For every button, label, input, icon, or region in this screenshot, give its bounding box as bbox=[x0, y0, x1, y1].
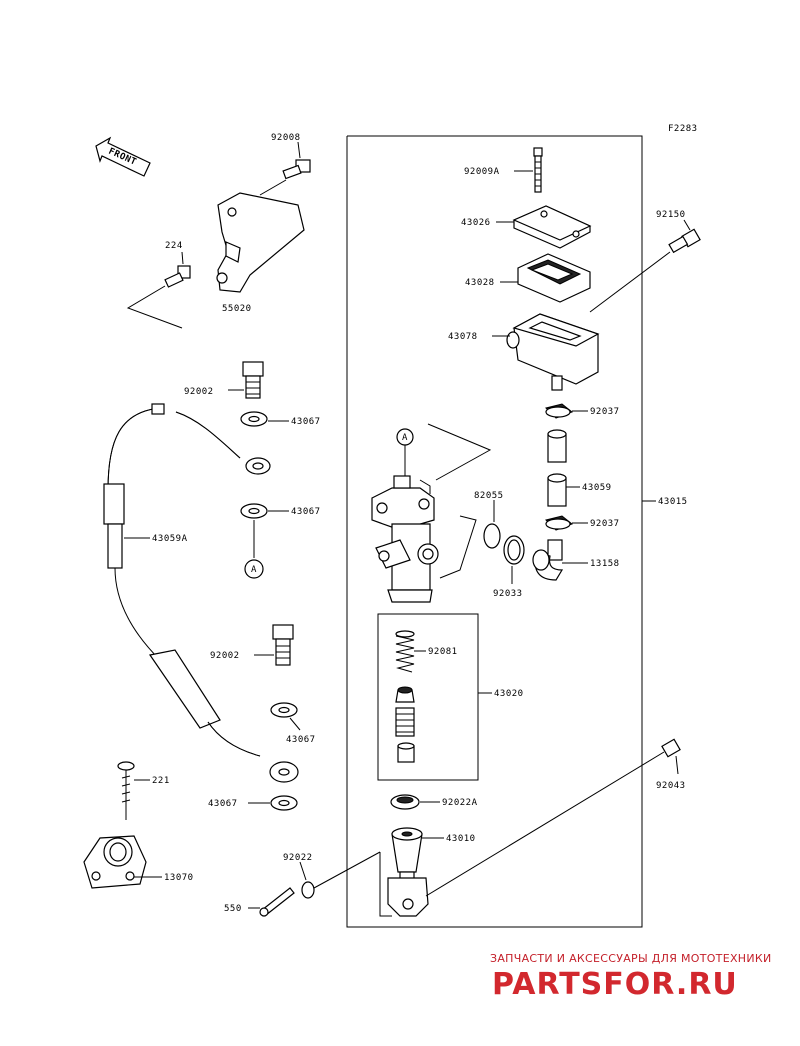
label-92009A: 92009A bbox=[464, 167, 500, 177]
callout-a-left bbox=[244, 559, 264, 579]
cap-43026 bbox=[512, 205, 592, 249]
label-43010: 43010 bbox=[446, 834, 476, 844]
piston bbox=[395, 707, 415, 737]
label-92037-top: 92037 bbox=[590, 407, 620, 417]
brake-hose-43059A bbox=[103, 403, 299, 783]
label-92150: 92150 bbox=[656, 210, 686, 220]
label-43015: 43015 bbox=[658, 497, 688, 507]
clip-92037-top bbox=[545, 403, 573, 419]
callout-a-right-label: A bbox=[402, 433, 408, 443]
reservoir-43078 bbox=[506, 313, 600, 391]
banjo-bolt-92002-top bbox=[242, 361, 264, 399]
watermark-logo: PARTSFOR.RU bbox=[492, 967, 738, 1002]
cotter-pin-550 bbox=[259, 887, 295, 917]
label-43067-4: 43067 bbox=[208, 799, 238, 809]
label-92022A: 92022A bbox=[442, 798, 478, 808]
bolt-92043 bbox=[661, 738, 681, 758]
push-rod-43010 bbox=[387, 827, 429, 917]
label-43059A: 43059A bbox=[152, 534, 188, 544]
label-13158: 13158 bbox=[590, 559, 620, 569]
assembly-frame-43015 bbox=[346, 135, 643, 928]
bolt-92150 bbox=[668, 228, 701, 254]
label-92002-bottom: 92002 bbox=[210, 651, 240, 661]
banjo-bolt-92002-bottom bbox=[272, 624, 294, 666]
piston-cup bbox=[395, 686, 415, 703]
watermark-tagline: ЗАПЧАСТИ И АКСЕССУАРЫ ДЛЯ МОТОТЕХНИКИ bbox=[490, 952, 772, 965]
bolt-224 bbox=[164, 265, 191, 288]
label-92033: 92033 bbox=[493, 589, 523, 599]
label-43026: 43026 bbox=[461, 218, 491, 228]
figure-code: F2283 bbox=[668, 124, 698, 134]
o-ring-82055 bbox=[483, 523, 501, 549]
label-13070: 13070 bbox=[164, 873, 194, 883]
label-550: 550 bbox=[224, 904, 242, 914]
label-43020: 43020 bbox=[494, 689, 524, 699]
master-cylinder-body bbox=[371, 475, 439, 603]
circlip-92033 bbox=[503, 535, 525, 565]
piston-kit-43020-frame bbox=[377, 613, 479, 781]
label-92002-top: 92002 bbox=[184, 387, 214, 397]
clip-92037-bottom bbox=[545, 515, 573, 531]
label-43067-2: 43067 bbox=[291, 507, 321, 517]
fitting-13158 bbox=[532, 539, 564, 581]
spring-92081 bbox=[395, 630, 415, 673]
label-82055: 82055 bbox=[474, 491, 504, 501]
bolt-92008 bbox=[282, 159, 311, 180]
label-221: 221 bbox=[152, 776, 170, 786]
label-92022: 92022 bbox=[283, 853, 313, 863]
diaphragm-43028 bbox=[517, 253, 591, 303]
label-43028: 43028 bbox=[465, 278, 495, 288]
label-43059: 43059 bbox=[582, 483, 612, 493]
label-92037-bottom: 92037 bbox=[590, 519, 620, 529]
label-43067-3: 43067 bbox=[286, 735, 316, 745]
screw-221 bbox=[117, 761, 135, 820]
label-43078: 43078 bbox=[448, 332, 478, 342]
boot-92022A bbox=[390, 794, 420, 810]
front-arrow-icon: FRONT bbox=[95, 136, 151, 177]
label-92008: 92008 bbox=[271, 133, 301, 143]
label-43067-1: 43067 bbox=[291, 417, 321, 427]
label-55020: 55020 bbox=[222, 304, 252, 314]
screw-92009A bbox=[533, 147, 543, 193]
washer-92022 bbox=[301, 881, 315, 899]
secondary-cup bbox=[397, 742, 415, 763]
clamp-13070 bbox=[83, 835, 147, 889]
label-92043: 92043 bbox=[656, 781, 686, 791]
callout-a-left-label: A bbox=[251, 565, 257, 575]
tube-43059 bbox=[547, 429, 567, 507]
callout-a-right bbox=[396, 428, 414, 446]
label-224: 224 bbox=[165, 241, 183, 251]
label-92081: 92081 bbox=[428, 647, 458, 657]
